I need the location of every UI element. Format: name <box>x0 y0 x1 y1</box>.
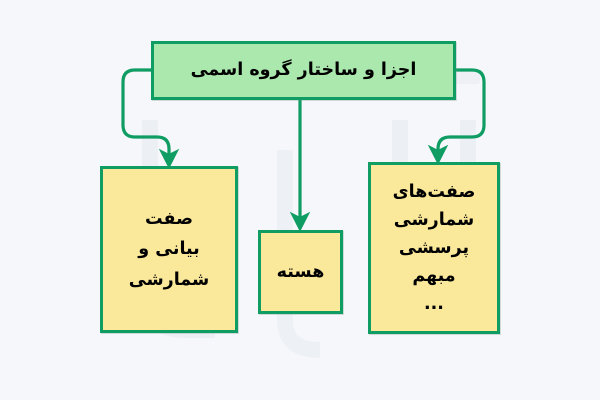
node-left-label: صفت بیانی و شمارشی <box>128 209 210 290</box>
node-right-label: صفت‌های شمارشی پرسشی مبهم ... <box>392 182 476 314</box>
node-attributive-numeral-adjective: صفت بیانی و شمارشی <box>100 166 238 333</box>
node-root-label: اجزا و ساختار گروه اسمی <box>190 60 417 81</box>
node-adjective-types: صفت‌های شمارشی پرسشی مبهم ... <box>368 162 500 334</box>
node-center-label: هسته <box>276 261 325 282</box>
node-head: هسته <box>258 230 343 314</box>
node-root: اجزا و ساختار گروه اسمی <box>151 41 456 100</box>
